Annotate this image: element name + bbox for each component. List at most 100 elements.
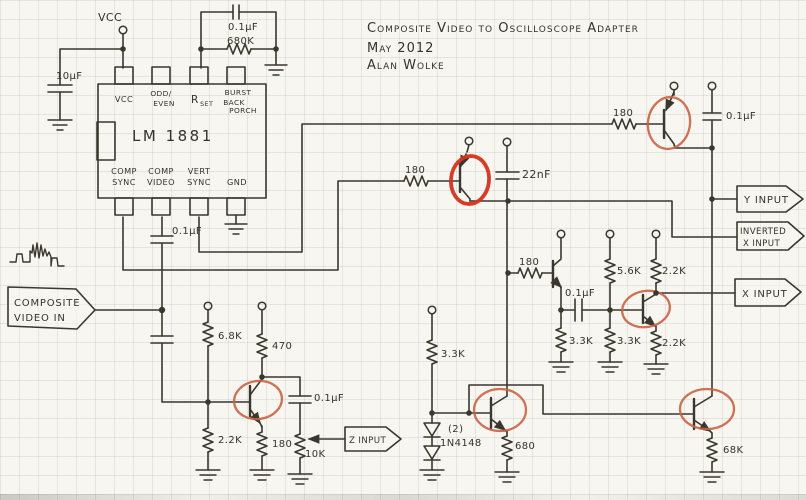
ic-pin-vert-sync: VERT xyxy=(188,166,211,176)
label-0.1uf-y: 0.1µF xyxy=(726,111,756,122)
resistor-470 xyxy=(256,333,268,359)
label-470: 470 xyxy=(272,341,292,352)
cap-0.1uf-y xyxy=(702,112,722,121)
io-tags: COMPOSITE VIDEO IN Y INPUT INVERTED X IN… xyxy=(7,185,805,452)
resistor-3.3k-a xyxy=(555,327,567,353)
resistor-180-sync xyxy=(403,175,429,187)
transistor-x-follower xyxy=(550,258,563,289)
transistor-y-driver xyxy=(662,91,676,149)
label-1n4148: 1N4148 xyxy=(440,438,482,449)
y-input-label: Y INPUT xyxy=(743,195,789,206)
inverted-x-input-tag xyxy=(736,221,805,251)
ic-part-number: LM 1881 xyxy=(132,127,214,145)
vcc-label: VCC xyxy=(98,11,122,24)
resistor-180-x xyxy=(517,267,543,279)
cap-10uf xyxy=(47,84,73,93)
highlight-circle-ramp-switch xyxy=(449,154,491,206)
label-68k: 68K xyxy=(723,445,744,456)
label-3.3k-b: 3.3K xyxy=(617,336,641,347)
label-0.1uf-compvideo: 0.1µF xyxy=(172,226,202,237)
ic-pin-vcc: VCC xyxy=(115,94,133,104)
resistor-2.2k-z xyxy=(202,427,214,453)
capacitors xyxy=(47,4,722,404)
cap-22nf xyxy=(495,171,520,180)
resistors xyxy=(202,43,718,463)
cap-0.1uf-compvideo xyxy=(150,235,174,244)
resistor-680k xyxy=(226,43,252,55)
label-5.6k: 5.6K xyxy=(617,266,641,277)
ic-pin-comp-sync: COMP xyxy=(111,166,137,176)
ic-pin-burst: BURST xyxy=(225,88,252,97)
z-input-label: Z INPUT xyxy=(349,436,386,446)
z-input-tag xyxy=(344,426,402,452)
highlight-circle-x-output xyxy=(621,289,671,329)
resistor-68k xyxy=(706,437,718,463)
diodes-1n4148 xyxy=(423,422,441,461)
label-22nf: 22nF xyxy=(522,168,551,181)
label-680k: 680K xyxy=(227,36,254,47)
label-6.8k: 6.8K xyxy=(218,331,242,342)
resistor-6.8k xyxy=(202,321,214,347)
junction-dots xyxy=(120,46,715,416)
highlight-circle-z-driver xyxy=(232,379,284,421)
cap-0.1uf-couple xyxy=(150,335,174,344)
label-10k: 10K xyxy=(305,449,326,460)
label-3.3k-a: 3.3K xyxy=(569,336,593,347)
ground-symbols xyxy=(47,64,725,485)
pin1-notch xyxy=(96,121,116,161)
resistor-2.2k-pullup xyxy=(650,258,662,284)
label-2.2k-pullup: 2.2K xyxy=(662,266,686,277)
ic-pin-gnd: GND xyxy=(227,177,247,187)
resistor-2.2k-emitter xyxy=(650,330,662,356)
highlight-circle-y-clamp xyxy=(678,387,736,431)
label-180-vert: 180 xyxy=(613,108,633,119)
highlight-circle-y-driver xyxy=(646,95,692,151)
schematic-title: Composite Video to Oscilloscope Adapter xyxy=(367,21,639,36)
label-diode-qty: (2) xyxy=(448,424,463,435)
svg-text:SYNC: SYNC xyxy=(187,177,211,187)
x-input-label: X INPUT xyxy=(742,289,788,300)
title-block: Composite Video to Oscilloscope Adapter … xyxy=(367,21,639,73)
inverted-x-input-label: INVERTED xyxy=(740,227,786,237)
resistor-180-z xyxy=(256,431,268,457)
label-3.3k-clamp: 3.3K xyxy=(441,349,465,360)
label-180-z: 180 xyxy=(272,439,292,450)
transistor-y-clamp xyxy=(692,395,713,434)
y-input-tag xyxy=(736,185,804,213)
vcc-terminals xyxy=(118,25,717,315)
resistor-180-vert xyxy=(611,118,637,130)
label-0.1uf-rset: 0.1µF xyxy=(228,22,258,33)
transistor-ramp-reset xyxy=(489,395,508,433)
svg-text:EVEN: EVEN xyxy=(153,99,175,108)
cap-0.1uf-rset xyxy=(232,4,240,20)
svg-text:SYNC: SYNC xyxy=(112,177,136,187)
highlight-circles xyxy=(232,95,736,433)
transistor-x-output xyxy=(641,293,657,328)
label-10uf: 10µF xyxy=(56,71,82,82)
ic-lm1881: VCC ODD/ EVEN R SET BURST BACK PORCH LM … xyxy=(96,66,267,216)
ic-pin-rset: R xyxy=(191,94,199,106)
ic-pin-oddeven: ODD/ xyxy=(150,89,171,98)
composite-video-in-label: COMPOSITE xyxy=(14,298,80,309)
label-680: 680 xyxy=(515,441,535,452)
cap-0.1uf-x xyxy=(574,298,583,322)
resistor-680 xyxy=(501,435,513,461)
label-180-x: 180 xyxy=(519,257,539,268)
resistor-3.3k-clamp xyxy=(426,339,438,365)
svg-text:VIDEO: VIDEO xyxy=(147,177,175,187)
label-0.1uf-z: 0.1µF xyxy=(314,393,344,404)
scan-edge-artifact xyxy=(0,494,806,500)
x-input-tag xyxy=(734,278,802,307)
svg-text:VIDEO IN: VIDEO IN xyxy=(14,313,66,324)
label-2.2k-emitter: 2.2K xyxy=(662,338,686,349)
svg-text:PORCH: PORCH xyxy=(229,106,257,115)
svg-text:BACK: BACK xyxy=(223,98,245,107)
resistor-5.6k xyxy=(604,258,616,284)
video-waveform-sketch xyxy=(9,242,65,267)
component-labels: VCC 10µF 0.1µF 680K 0.1µF 180 22nF 180 0… xyxy=(56,11,756,460)
schematic-author: Alan Wolke xyxy=(367,58,445,73)
ic-pin-comp-video: COMP xyxy=(148,166,174,176)
label-0.1uf-x: 0.1µF xyxy=(565,288,595,299)
cap-0.1uf-z xyxy=(288,395,312,404)
